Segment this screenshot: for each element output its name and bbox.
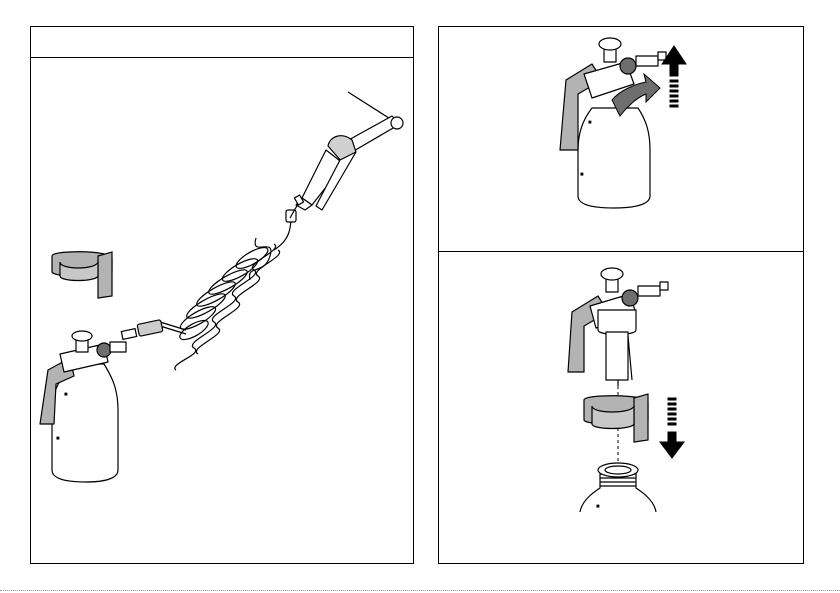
hose-connector	[121, 320, 163, 340]
bottle-mark-left-1: ■	[64, 392, 68, 398]
bottle-neck-bottom-right: ■	[580, 463, 656, 512]
bottle-mark-tr-2: ■	[580, 172, 584, 178]
bottle-mark-tr-1: ■	[588, 120, 592, 126]
pump-assembly-bottom-right	[568, 268, 668, 386]
sprayer-bottle-top-right: ■ ■	[560, 38, 666, 208]
bottle-mark-left-2: ■	[56, 436, 60, 442]
sprayer-bottle-left: ■ ■	[40, 331, 126, 482]
coiled-hose	[160, 204, 298, 370]
bottle-mark-br: ■	[596, 504, 600, 510]
bottle-holder-clip	[52, 252, 112, 298]
pull-down-arrow	[660, 398, 684, 458]
spray-gun	[294, 92, 403, 210]
gun-leader-line	[348, 92, 392, 120]
bottle-holder-removed	[584, 394, 648, 442]
